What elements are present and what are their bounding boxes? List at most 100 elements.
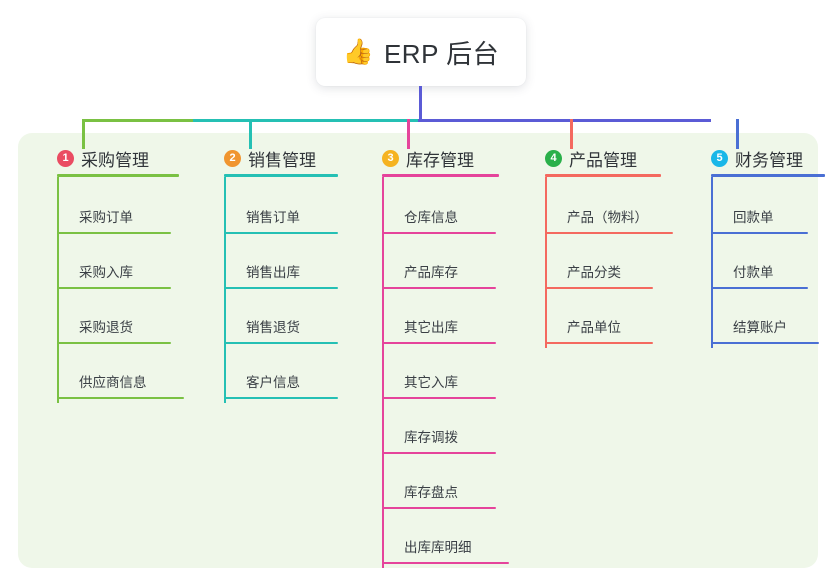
branch-title-3: 库存管理 [406, 150, 474, 170]
branch-item-label: 销售订单 [246, 210, 300, 225]
branch-badge-3: 3 [382, 149, 399, 167]
branch-item-label: 回款单 [733, 210, 774, 225]
branch-item[interactable]: 其它出库 [382, 302, 496, 357]
branch-item[interactable]: 结算账户 [711, 302, 819, 357]
branch-item-rule [224, 397, 338, 399]
drop-col-1 [82, 119, 85, 149]
branch-item[interactable]: 产品单位 [545, 302, 653, 357]
branch-item-rule [57, 287, 171, 289]
branch-item-label: 出库库明细 [404, 540, 472, 555]
branch-item-label: 仓库信息 [404, 210, 458, 225]
branch-item[interactable]: 产品（物料） [545, 192, 673, 247]
branch-item-rule [224, 342, 338, 344]
branch-header-rule-4 [545, 174, 661, 177]
branch-badge-5: 5 [711, 149, 728, 167]
branch-item[interactable]: 销售订单 [224, 192, 338, 247]
branch-badge-1: 1 [57, 149, 74, 167]
bus-teal [193, 119, 418, 122]
branch-item-rule [382, 507, 496, 509]
branch-title-5: 财务管理 [735, 150, 803, 170]
branch-item-rule [545, 232, 673, 234]
branch-item-label: 客户信息 [246, 375, 300, 390]
branch-item-label: 销售出库 [246, 265, 300, 280]
branch-item-rule [382, 562, 509, 564]
branch-header-2[interactable]: 2 销售管理 [202, 143, 316, 173]
branch-item-label: 采购入库 [79, 265, 133, 280]
branch-item[interactable]: 库存盘点 [382, 467, 496, 522]
root-node[interactable]: 👍 ERP 后台 [316, 18, 526, 86]
branch-item[interactable]: 回款单 [711, 192, 808, 247]
drop-col-3 [407, 119, 410, 149]
branch-item-rule [382, 232, 496, 234]
branch-spine-5 [711, 177, 713, 348]
branch-item[interactable]: 客户信息 [224, 357, 338, 412]
branch-item-rule [57, 342, 171, 344]
branch-item-rule [224, 287, 338, 289]
branch-item[interactable]: 仓库信息 [382, 192, 496, 247]
branch-item[interactable]: 出库库明细 [382, 522, 509, 577]
branch-item-label: 采购订单 [79, 210, 133, 225]
branch-item-rule [382, 452, 496, 454]
branch-item-label: 库存调拨 [404, 430, 458, 445]
branch-badge-2: 2 [224, 149, 241, 167]
branch-item[interactable]: 付款单 [711, 247, 808, 302]
branch-item-label: 采购退货 [79, 320, 133, 335]
branch-item-rule [382, 397, 496, 399]
branch-item[interactable]: 销售退货 [224, 302, 338, 357]
branch-item-rule [711, 342, 819, 344]
branch-spine-2 [224, 177, 226, 403]
branch-item-rule [382, 287, 496, 289]
branch-badge-4: 4 [545, 149, 562, 167]
page-title: ERP 后台 [383, 38, 500, 69]
root-node-content: 👍 ERP 后台 [343, 34, 499, 71]
branch-item[interactable]: 其它入库 [382, 357, 496, 412]
branch-item-rule [224, 232, 338, 234]
branch-header-5[interactable]: 5 财务管理 [689, 143, 803, 173]
branch-item-label: 其它入库 [404, 375, 458, 390]
branch-column-3: 3 库存管理仓库信息产品库存其它出库其它入库库存调拨库存盘点出库库明细 [360, 143, 509, 568]
branch-item-label: 付款单 [733, 265, 774, 280]
branch-item-rule [711, 232, 808, 234]
branch-item-label: 库存盘点 [404, 485, 458, 500]
branch-item[interactable]: 采购订单 [57, 192, 171, 247]
branch-item-rule [382, 342, 496, 344]
branch-header-3[interactable]: 3 库存管理 [360, 143, 474, 173]
branch-item-label: 结算账户 [733, 320, 787, 335]
bus-green [82, 119, 193, 122]
branch-column-5: 5 财务管理回款单付款单结算账户 [689, 143, 825, 348]
branch-item[interactable]: 库存调拨 [382, 412, 496, 467]
branch-item-label: 其它出库 [404, 320, 458, 335]
branch-item[interactable]: 产品分类 [545, 247, 653, 302]
branch-header-rule-5 [711, 174, 825, 177]
branch-item-rule [545, 342, 653, 344]
branch-item-label: 供应商信息 [79, 375, 147, 390]
branch-item[interactable]: 销售出库 [224, 247, 338, 302]
branch-header-1[interactable]: 1 采购管理 [35, 143, 149, 173]
branch-item-rule [711, 287, 808, 289]
thumbs-up-icon: 👍 [342, 37, 374, 66]
branch-header-rule-1 [57, 174, 179, 177]
branch-item-label: 产品（物料） [567, 210, 648, 225]
branch-item-label: 产品分类 [567, 265, 621, 280]
branch-item[interactable]: 供应商信息 [57, 357, 184, 412]
root-drop-line [419, 86, 422, 122]
drop-col-5 [736, 119, 739, 149]
bus-indigo [418, 119, 711, 122]
branch-title-1: 采购管理 [81, 150, 149, 170]
branch-item-rule [545, 287, 653, 289]
branch-item-rule [57, 397, 184, 399]
branch-item[interactable]: 产品库存 [382, 247, 496, 302]
branch-item-rule [57, 232, 171, 234]
branch-item-label: 产品库存 [404, 265, 458, 280]
branch-item-label: 产品单位 [567, 320, 621, 335]
branch-column-2: 2 销售管理销售订单销售出库销售退货客户信息 [202, 143, 338, 403]
branch-spine-3 [382, 177, 384, 568]
branch-item[interactable]: 采购入库 [57, 247, 171, 302]
drop-col-4 [570, 119, 573, 149]
branch-column-1: 1 采购管理采购订单采购入库采购退货供应商信息 [35, 143, 184, 403]
branch-item[interactable]: 采购退货 [57, 302, 171, 357]
branch-spine-4 [545, 177, 547, 348]
branch-title-2: 销售管理 [248, 150, 316, 170]
